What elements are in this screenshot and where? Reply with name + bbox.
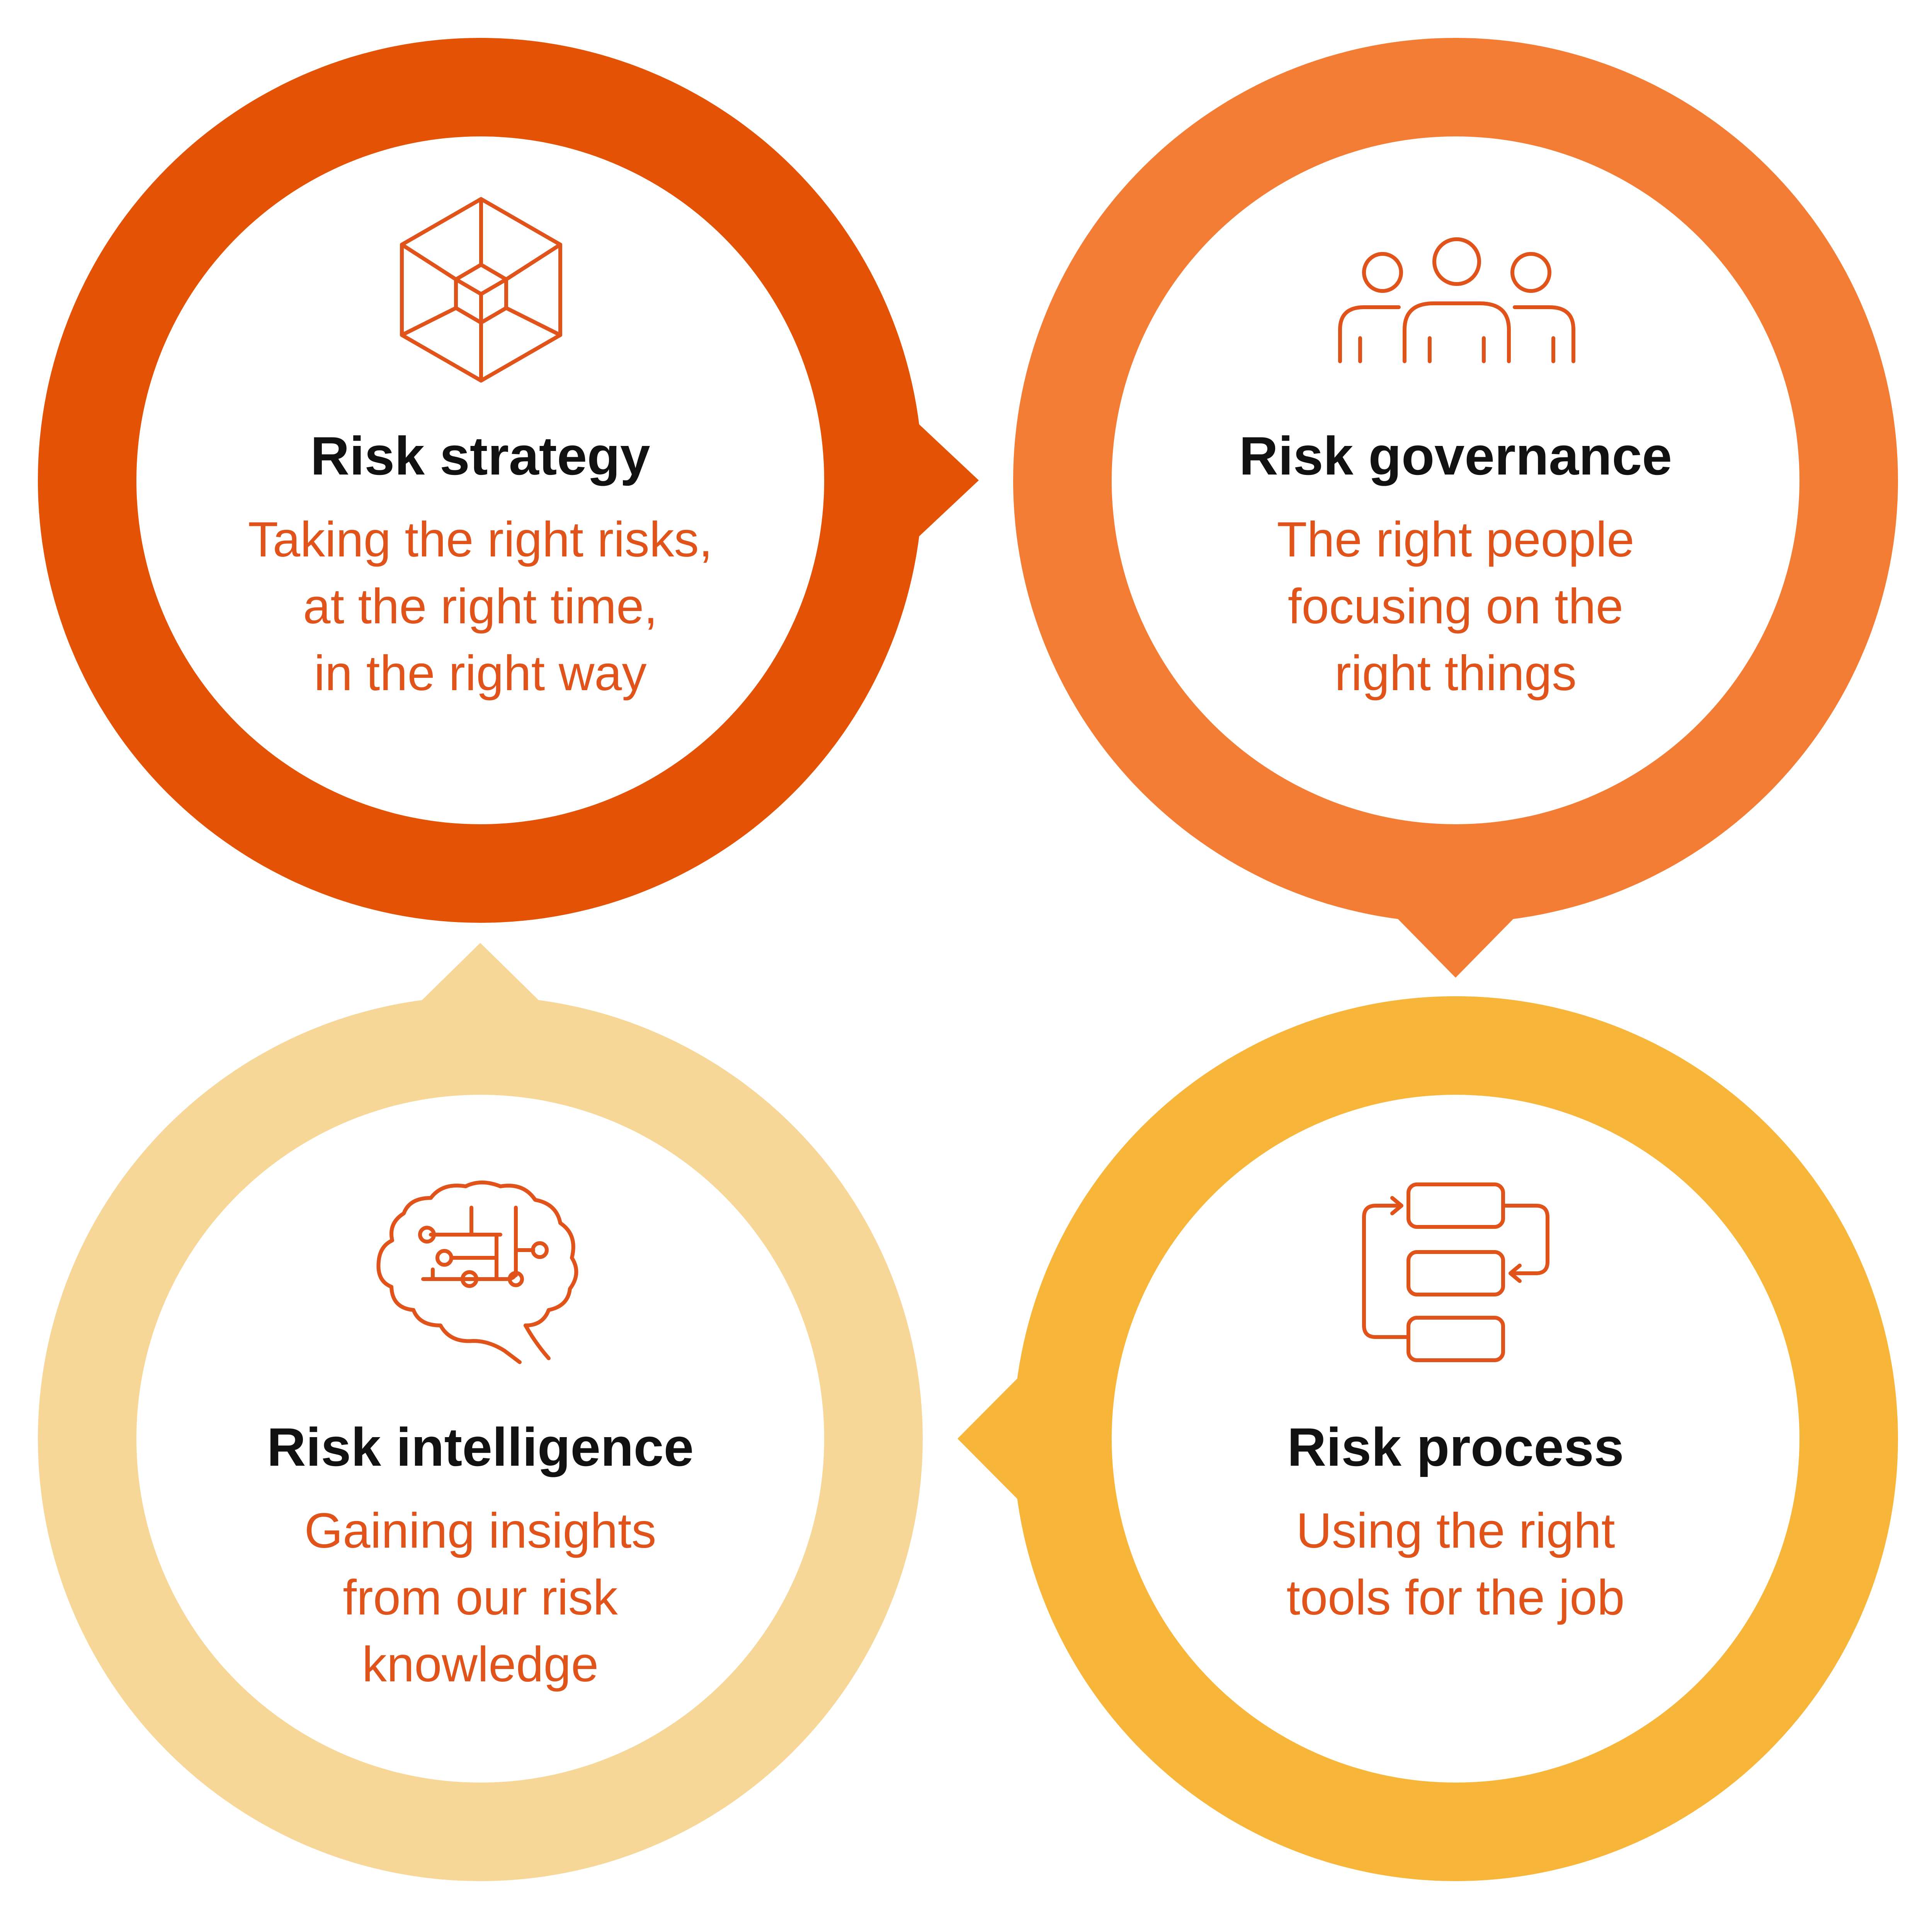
brain-circuit-icon [373,1177,585,1370]
intelligence-title: Risk intelligence [267,1417,694,1477]
hexagon-cube-icon [394,195,568,384]
governance-description-line: focusing on the [1287,579,1624,634]
governance-title: Risk governance [1239,425,1672,486]
strategy-description-line: in the right way [314,646,647,701]
process-title: Risk process [1287,1417,1624,1477]
intelligence-text-block: Risk intelligence Gaining insights from … [152,1416,809,1698]
ring-strategy [38,38,979,923]
process-text-block: Risk process Using the right tools for t… [1127,1416,1784,1631]
intelligence-description-line: Gaining insights [304,1503,656,1558]
ring-intelligence [38,943,923,1881]
ring-governance [1013,38,1898,978]
strategy-title: Risk strategy [310,425,650,486]
ring-process [957,996,1898,1881]
strategy-text-block: Risk strategy Taking the right risks, at… [152,425,809,707]
intelligence-description-line: knowledge [362,1637,599,1692]
strategy-description-line: at the right time, [303,579,658,634]
governance-description-line: right things [1334,646,1577,701]
process-blocks-icon [1358,1181,1559,1366]
process-description-line: tools for the job [1286,1570,1625,1625]
process-description-line: Using the right [1296,1503,1615,1558]
people-group-icon [1337,234,1577,365]
intelligence-description-line: from our risk [343,1570,618,1625]
strategy-description-line: Taking the right risks, [248,512,713,567]
governance-description-line: The right people [1277,512,1634,567]
governance-text-block: Risk governance The right people focusin… [1127,425,1784,707]
